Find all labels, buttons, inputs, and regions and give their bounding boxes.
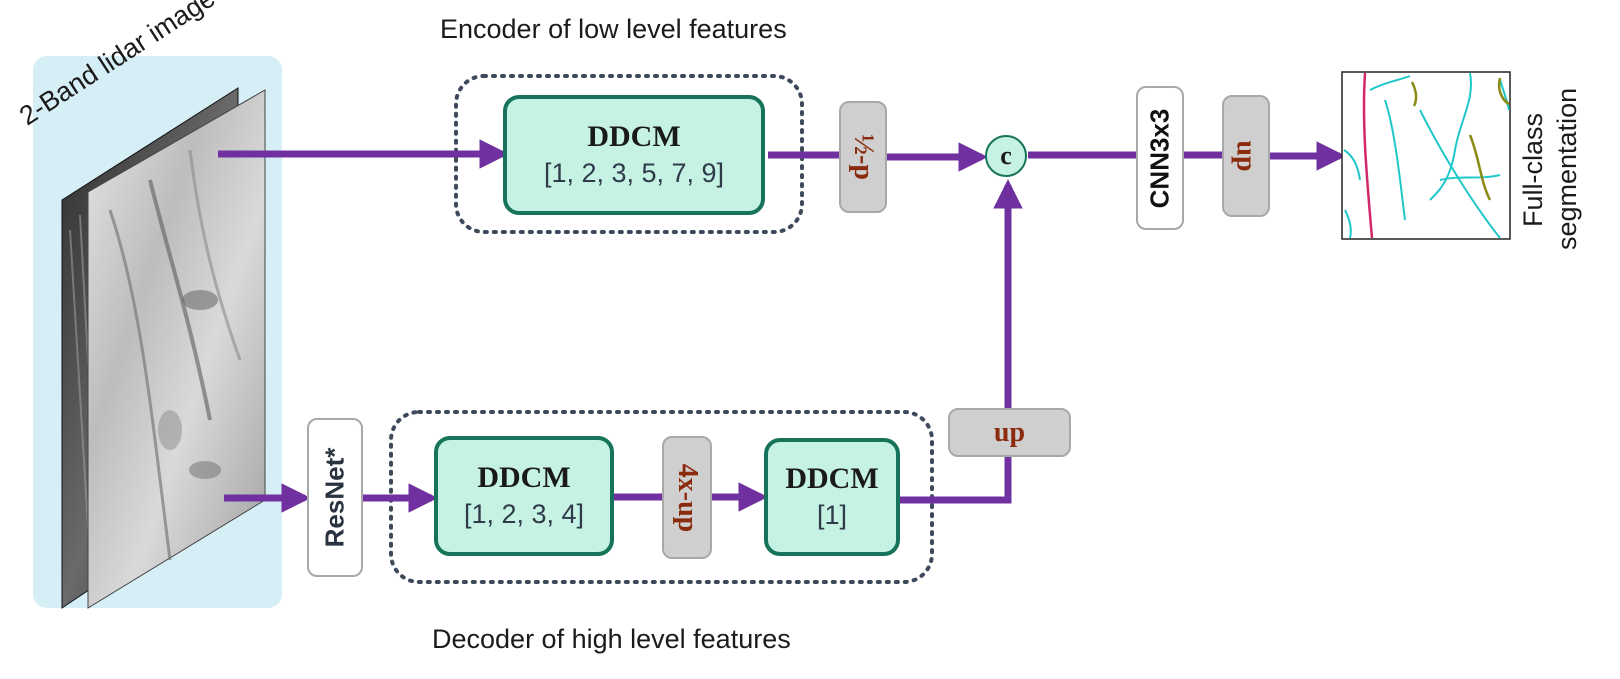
4x-up-block: 4x-up: [662, 436, 712, 559]
resnet-label: ResNet*: [319, 447, 350, 548]
decoder-caption: Decoder of high level features: [432, 624, 791, 654]
decoder-ddcm-first-params: [1, 2, 3, 4]: [463, 499, 585, 529]
output-label: Full-class segmentation: [1516, 87, 1620, 250]
cnn3x3-block: CNN3x3: [1136, 86, 1184, 230]
decoder-ddcm-first-title: DDCM: [477, 461, 571, 494]
decoder-ddcm-second-params: [1]: [816, 500, 848, 530]
segmentation-output-map: [1341, 71, 1511, 240]
cnn3x3-label: CNN3x3: [1144, 108, 1175, 208]
decoder-up-label: up: [993, 416, 1026, 448]
encoder-ddcm-params: [1, 2, 3, 5, 7, 9]: [543, 158, 725, 188]
decoder-ddcm-second-block: DDCM [1]: [764, 438, 900, 556]
decoder-ddcm-first-block: DDCM [1, 2, 3, 4]: [434, 436, 614, 556]
encoder-group: [454, 74, 804, 234]
half-pool-label: ½-p: [848, 134, 879, 180]
lidar-band-front: [87, 89, 266, 609]
encoder-caption: Encoder of low level features: [440, 14, 787, 44]
concat-label: c: [1000, 141, 1012, 170]
concat-node: c: [985, 135, 1027, 177]
resnet-block: ResNet*: [307, 418, 363, 577]
4x-up-label: 4x-up: [672, 463, 703, 532]
output-label-line2: segmentation: [1552, 87, 1582, 250]
half-pool-block: ½-p: [839, 101, 887, 213]
encoder-ddcm-block: DDCM [1, 2, 3, 5, 7, 9]: [503, 95, 765, 215]
encoder-ddcm-title: DDCM: [587, 120, 681, 153]
head-up-label: up: [1231, 140, 1262, 172]
head-up-block: up: [1222, 95, 1270, 217]
decoder-ddcm-second-title: DDCM: [785, 462, 879, 495]
output-label-line1: Full-class: [1518, 113, 1548, 228]
arrow-ddcm-to-up: [898, 456, 1012, 504]
decoder-up-block: up: [948, 408, 1071, 457]
arrows: [218, 139, 1346, 513]
